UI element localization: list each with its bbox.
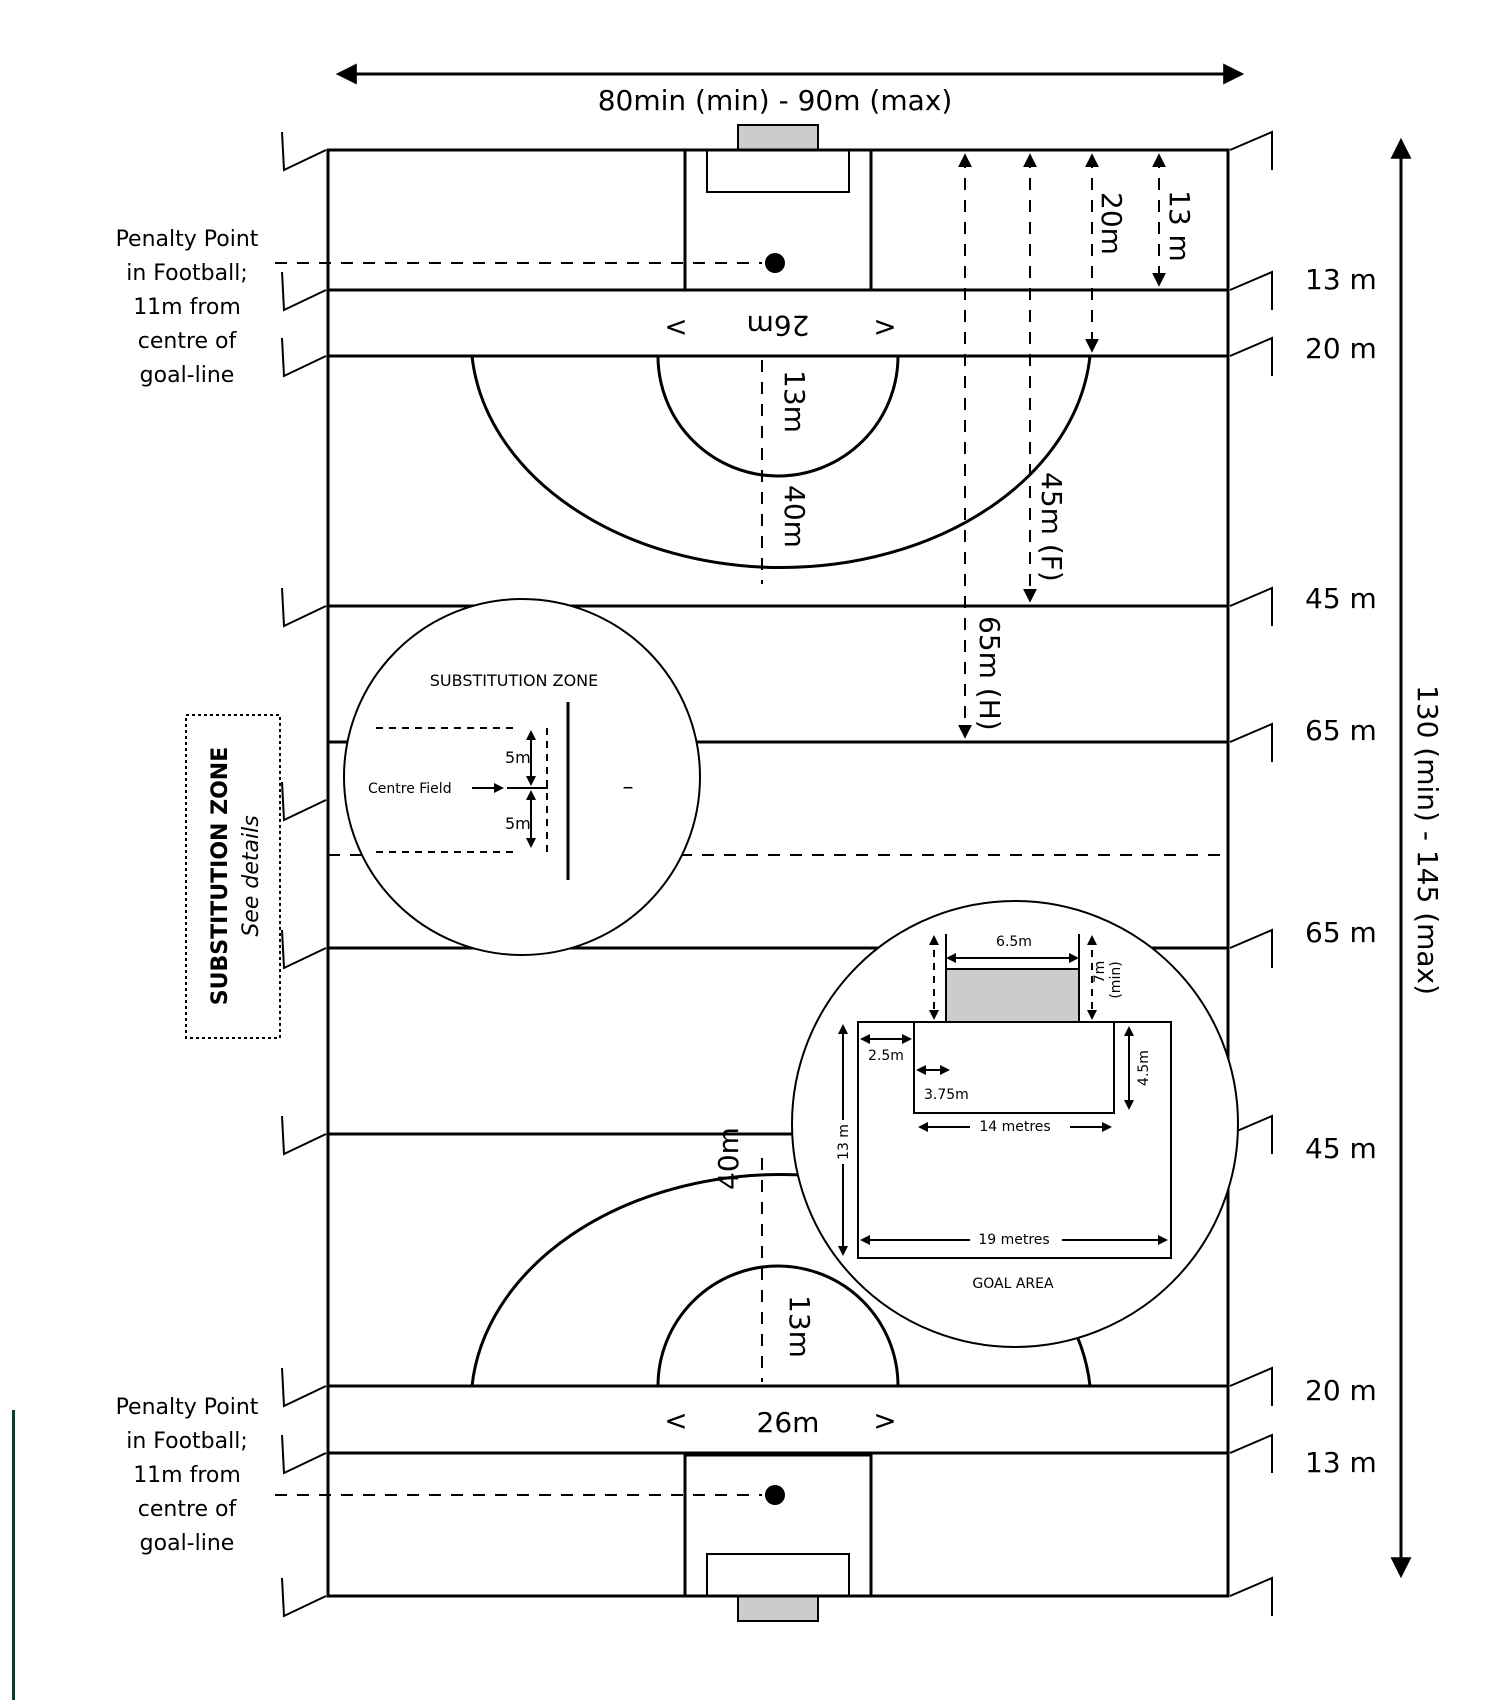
bottom-arc-13m: [656, 1264, 900, 1387]
sub-zone-box-subtitle: See details: [239, 815, 264, 936]
top-small-rectangle: [706, 149, 850, 193]
label-45-bottom: 45 m: [1305, 1132, 1377, 1165]
left-edge-bar: [12, 1410, 15, 1700]
sub-zone-detail-title: SUBSTITUTION ZONE: [430, 671, 598, 690]
measure-65h-label: 65m (H): [973, 616, 1006, 731]
top-arc-13m-label: 13m: [778, 370, 811, 433]
penalty-note-bottom: Penalty Point in Football; 11m from cent…: [116, 1395, 259, 1556]
corner-flag-icon: [281, 130, 1273, 1618]
label-13-bottom: 13 m: [1305, 1446, 1377, 1479]
measure-20m-label: 20m: [1095, 192, 1128, 255]
centre-field-label: Centre Field: [368, 781, 452, 797]
width-label: 80min (min) - 90m (max): [598, 84, 953, 117]
svg-text:11m from: 11m from: [133, 1463, 241, 1488]
top-26m-label: 26m: [747, 309, 810, 342]
inner-depth-label: 4.5m: [1136, 1050, 1152, 1086]
length-label: 130 (min) - 145 (max): [1411, 685, 1444, 995]
side-2.5m-label: 2.5m: [868, 1048, 904, 1064]
svg-text:centre of: centre of: [138, 329, 238, 354]
bottom-26m-gt: >: [873, 1404, 896, 1437]
top-arc-40m: [470, 355, 1092, 569]
svg-text:Penalty Point: Penalty Point: [116, 1395, 259, 1420]
bottom-large-rectangle: [683, 1453, 873, 1598]
goal-net-detail: [945, 968, 1080, 1023]
goal-width-label: 6.5m: [996, 934, 1032, 950]
goal-area-inner: [913, 1021, 1115, 1114]
sub-zone-detail-circle: [343, 598, 701, 956]
penalty-note-top: Penalty Point in Football; 11m from cent…: [116, 227, 259, 388]
bottom-arc-13m-label: 13m: [783, 1295, 816, 1358]
svg-text:Penalty Point: Penalty Point: [116, 227, 259, 252]
svg-text:in Football;: in Football;: [126, 261, 248, 286]
measure-45f-label: 45m (F): [1035, 472, 1068, 582]
side-3.75m-label: 3.75m: [924, 1087, 969, 1103]
label-65-bottom: 65 m: [1305, 916, 1377, 949]
outer-depth-label: 13 m: [836, 1124, 852, 1160]
svg-text:goal-line: goal-line: [140, 363, 235, 388]
penalty-spot-icon: [765, 1485, 785, 1505]
goal-depth-min: (min): [1108, 961, 1124, 998]
top-26m-lt: <: [664, 310, 687, 343]
top-26m-gt: >: [873, 310, 896, 343]
svg-text:centre of: centre of: [138, 1497, 238, 1522]
gap-label-1: 5m: [505, 748, 531, 767]
bottom-26m-label: 26m: [757, 1406, 820, 1439]
top-arc-40m-label: 40m: [778, 485, 811, 548]
label-20-bottom: 20 m: [1305, 1374, 1377, 1407]
gap-label-2: 5m: [505, 814, 531, 833]
label-45-top: 45 m: [1305, 582, 1377, 615]
bottom-arc-40m-label: 40m: [712, 1127, 745, 1190]
top-goal-net: [737, 124, 819, 151]
bottom-26m-lt: <: [664, 1404, 687, 1437]
svg-text:11m from: 11m from: [133, 295, 241, 320]
goal-depth-label: 7m: [1092, 961, 1108, 984]
top-arc-13m: [656, 355, 900, 478]
label-13-top: 13 m: [1305, 263, 1377, 296]
bottom-goal-net: [737, 1595, 819, 1622]
svg-text:goal-line: goal-line: [140, 1531, 235, 1556]
measure-13m-label: 13 m: [1163, 190, 1196, 262]
inner-width-label: 14 metres: [979, 1119, 1050, 1135]
outer-width-label: 19 metres: [978, 1232, 1049, 1248]
label-65-top: 65 m: [1305, 714, 1377, 747]
goal-area-title: GOAL AREA: [972, 1276, 1054, 1292]
penalty-spot-icon: [765, 253, 785, 273]
svg-text:in Football;: in Football;: [126, 1429, 248, 1454]
sub-zone-box-title: SUBSTITUTION ZONE: [208, 747, 233, 1005]
bottom-small-rectangle: [706, 1553, 850, 1597]
label-20-top: 20 m: [1305, 332, 1377, 365]
sub-zone-box: [185, 714, 281, 1039]
sub-zone-dash: –: [623, 775, 634, 800]
